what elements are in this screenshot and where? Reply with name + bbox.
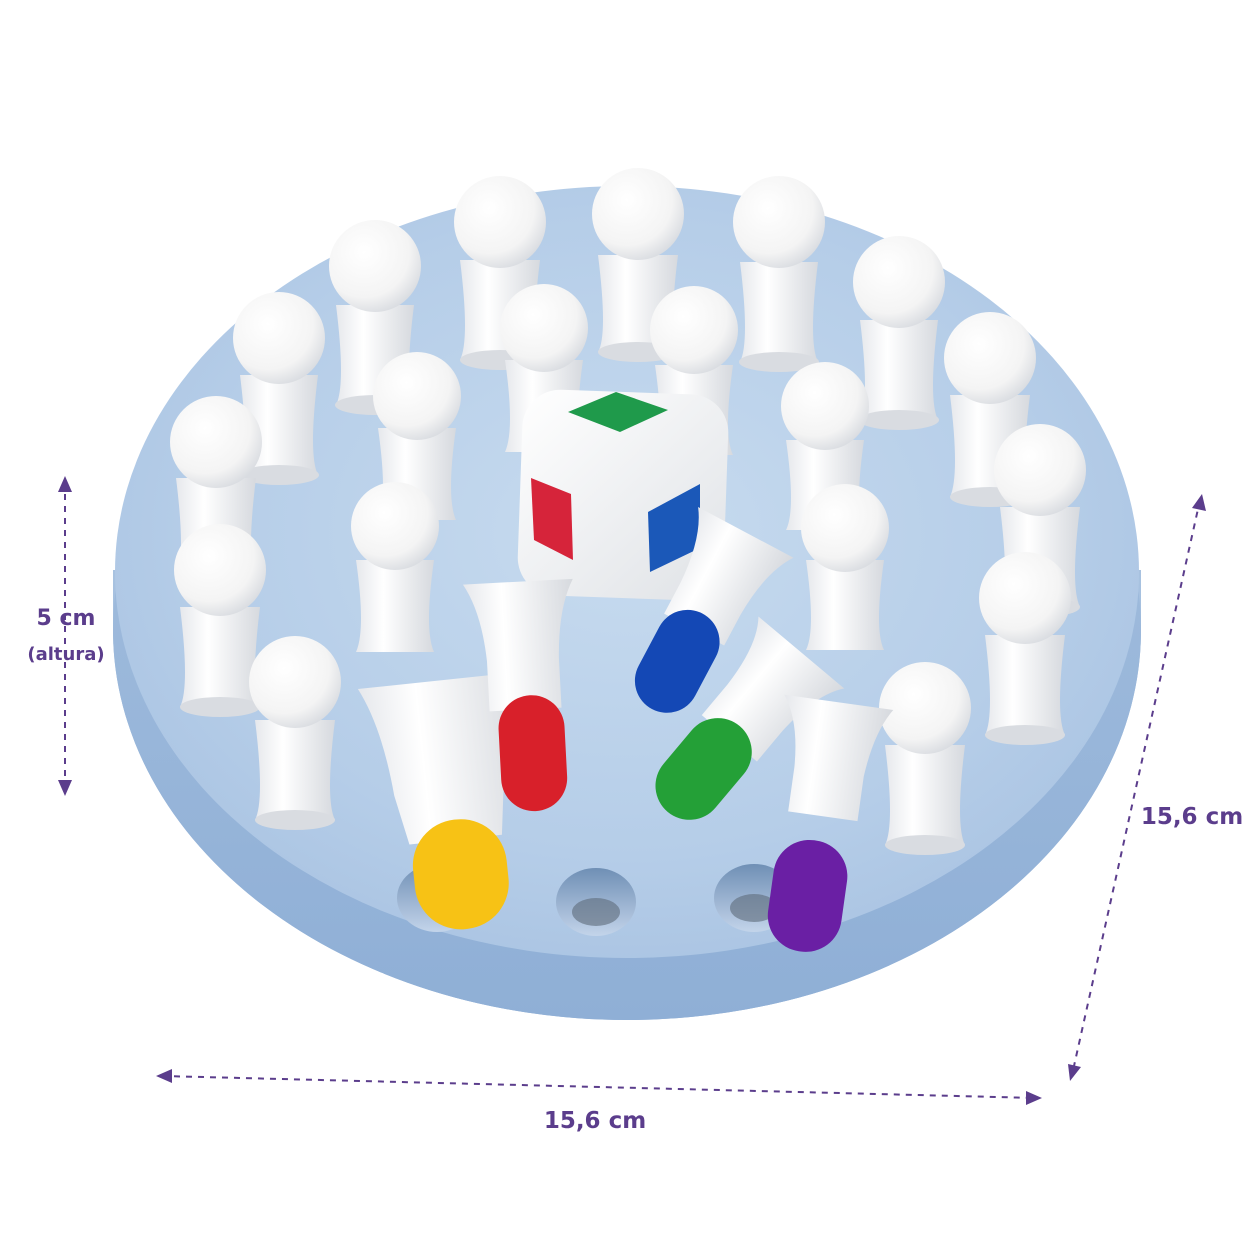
yellow-peg [357, 671, 522, 930]
inner-white-pegs [351, 284, 889, 652]
depth-label: 15,6 cm [1140, 804, 1244, 830]
height-note-label: (altura) [27, 644, 105, 665]
white-peg [174, 524, 266, 717]
width-label: 15,6 cm [543, 1108, 647, 1134]
white-peg [249, 636, 341, 830]
colored-pegs [357, 507, 894, 952]
width-line [161, 1075, 1037, 1099]
dimension-lines [64, 482, 1201, 1099]
white-peg [979, 552, 1071, 745]
red-peg [462, 578, 573, 812]
white-peg [801, 484, 889, 650]
height-label: 5 cm [36, 606, 96, 631]
white-peg [733, 176, 825, 372]
color-die[interactable] [516, 388, 729, 601]
die-face-blue [648, 484, 700, 572]
white-pegs [170, 168, 1086, 855]
depth-line [1071, 499, 1201, 1076]
white-peg [879, 662, 971, 855]
white-peg [351, 482, 439, 652]
white-peg [853, 236, 945, 430]
blue-peg [634, 507, 794, 713]
green-peg [655, 616, 845, 820]
die-face-green [568, 392, 668, 432]
dimension-arrowheads [58, 476, 1206, 1105]
die-face-red [531, 478, 573, 560]
purple-peg [767, 694, 894, 952]
